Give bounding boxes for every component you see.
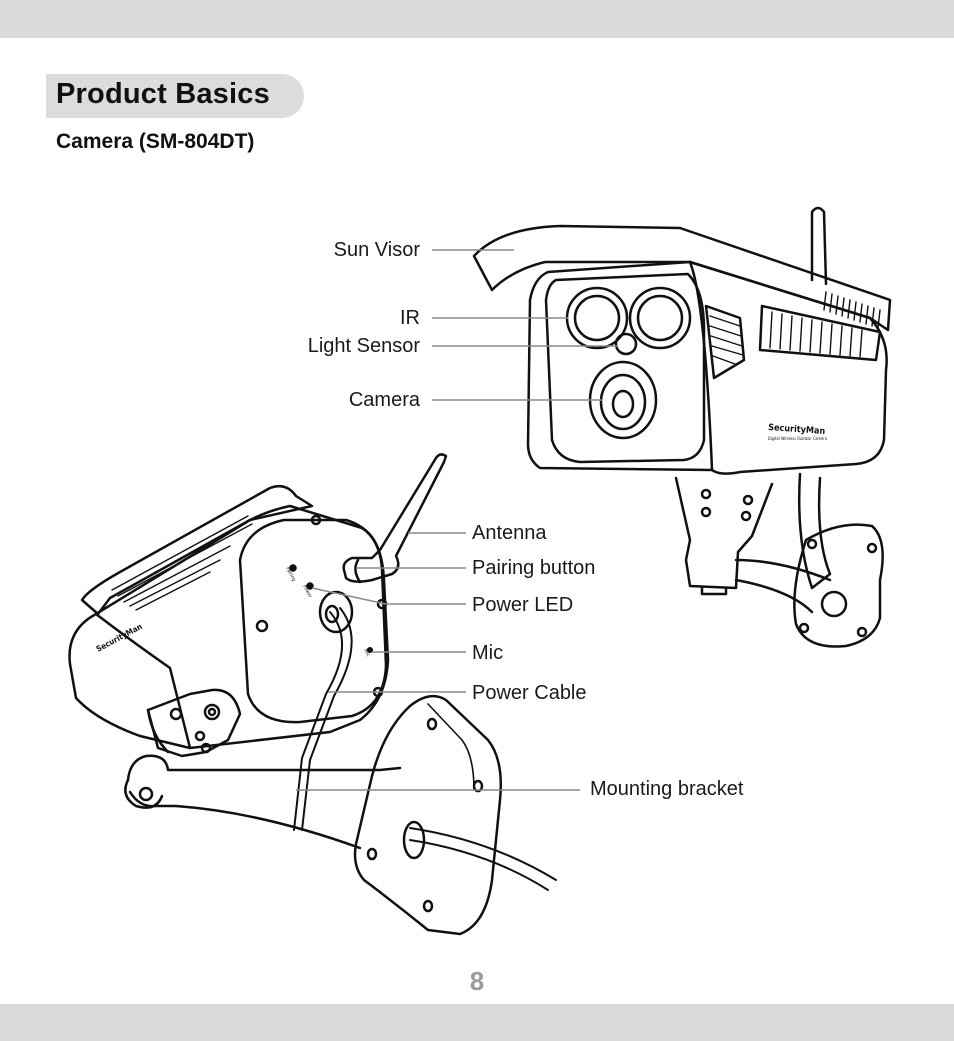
page-number: 8 bbox=[469, 966, 485, 996]
rear-power-text: Power bbox=[301, 584, 313, 599]
callout-mounting-bracket: Mounting bracket bbox=[590, 778, 744, 800]
bottom-band bbox=[0, 1004, 954, 1041]
front-brand-logo: SecurityMan bbox=[768, 423, 826, 437]
front-camera bbox=[472, 206, 892, 648]
callout-antenna: Antenna bbox=[472, 522, 547, 544]
front-brand-tagline: Digital Wireless Outdoor Camera bbox=[768, 436, 827, 441]
callout-camera: Camera bbox=[348, 389, 420, 411]
callout-power-cable: Power Cable bbox=[472, 682, 587, 704]
rear-camera bbox=[68, 453, 557, 936]
top-band bbox=[0, 0, 954, 38]
callout-mic: Mic bbox=[472, 642, 504, 664]
callout-light-sensor: Light Sensor bbox=[307, 335, 420, 357]
callout-power-led: Power LED bbox=[472, 594, 574, 616]
sun-visor-shape bbox=[472, 224, 892, 332]
section-title: Product Basics bbox=[56, 78, 270, 110]
rear-mic-text: Mic bbox=[362, 648, 371, 658]
leader-line-power-led bbox=[311, 587, 387, 605]
rear-brand-logo: SecurityMan bbox=[95, 622, 144, 654]
callout-ir: IR bbox=[400, 307, 420, 329]
callout-pairing-button: Pairing button bbox=[472, 557, 596, 579]
callout-sun-visor: Sun Visor bbox=[333, 239, 420, 261]
subsection-title: Camera (SM-804DT) bbox=[56, 130, 255, 153]
section-title-background bbox=[46, 74, 304, 118]
